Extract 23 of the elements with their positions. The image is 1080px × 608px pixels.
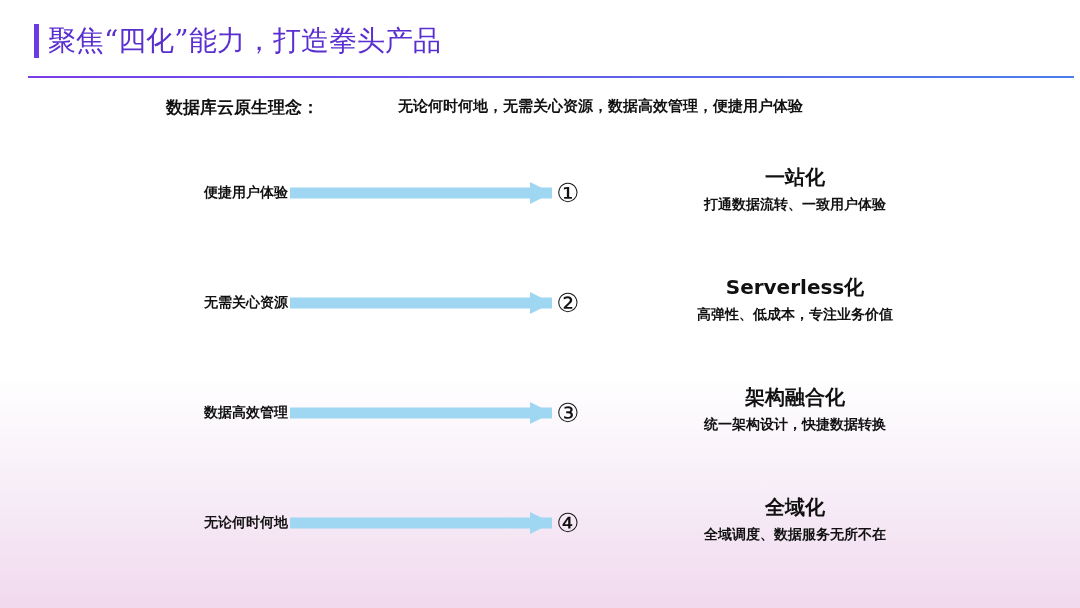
feature-heading: Serverless化 [724,274,866,301]
circled-number: ④ [548,503,588,543]
arrow [290,182,552,204]
feature-description: 高弹性、低成本，专注业务价值 [696,306,894,324]
feature-description: 全域调度、数据服务无所不在 [703,526,887,544]
slide-title: 聚焦“四化”能力，打造拳头产品 [48,23,441,59]
concept-heading: 数据库云原生理念： [166,96,319,119]
row-label: 无需关心资源 [204,294,288,312]
feature-heading: 全域化 [764,494,826,521]
circled-number: ② [548,283,588,323]
arrow [290,402,552,424]
feature-heading: 一站化 [764,164,826,191]
feature-description: 打通数据流转、一致用户体验 [702,196,887,214]
row-label: 无论何时何地 [204,514,288,532]
feature-description: 统一架构设计，快捷数据转换 [703,416,887,434]
circled-number: ① [548,173,588,213]
row-label: 便捷用户体验 [204,184,288,202]
circled-number: ③ [548,393,588,433]
arrow [290,292,552,314]
row-label: 数据高效管理 [204,404,288,422]
feature-heading: 架构融合化 [744,384,846,411]
arrow [290,512,552,534]
concept-text: 无论何时何地，无需关心资源，数据高效管理，便捷用户体验 [398,97,803,116]
